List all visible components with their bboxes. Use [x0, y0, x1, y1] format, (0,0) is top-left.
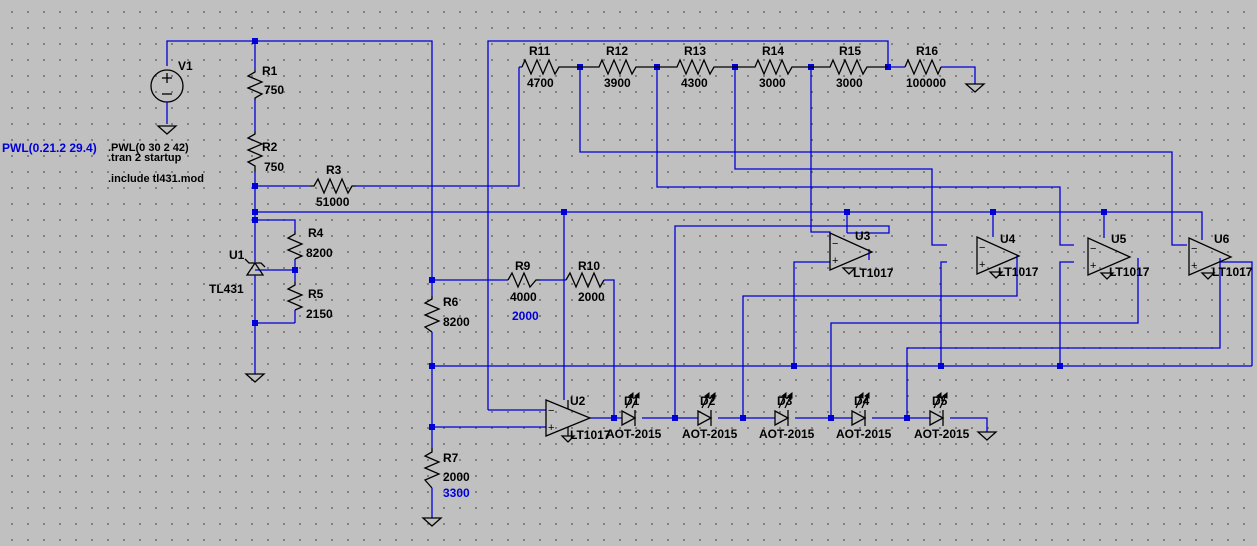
u1-part: TL431 — [209, 282, 244, 296]
led-ref: D3 — [777, 394, 793, 408]
led-part: AOT-2015 — [914, 427, 970, 441]
r5-ref: R5 — [308, 287, 324, 301]
svg-text:−: − — [832, 238, 838, 250]
ground-icon — [976, 431, 998, 441]
u5-part: LT1017 — [1109, 265, 1150, 279]
u4-ref: U4 — [1000, 232, 1016, 246]
r2-value: 750 — [264, 160, 284, 174]
led-ref: D2 — [700, 394, 716, 408]
voltage-source-v1[interactable]: V1 — [150, 59, 193, 124]
r1-ref: R1 — [262, 64, 278, 78]
r4-value: 8200 — [306, 246, 333, 260]
u3-ref: U3 — [855, 229, 871, 243]
r9-value: 4000 — [510, 290, 537, 304]
r12-value: 3900 — [604, 76, 631, 90]
labels: PWL(0.21.2 29.4) .PWL(0 30 2 42) .tran 2… — [2, 44, 1253, 500]
r7-alt-value: 3300 — [443, 486, 470, 500]
led-part: AOT-2015 — [836, 427, 892, 441]
u3-part: LT1017 — [853, 266, 894, 280]
u2-ref: U2 — [570, 394, 586, 408]
svg-text:+: + — [979, 259, 985, 271]
wires — [166, 40, 1253, 518]
r9-ref: R9 — [515, 259, 531, 273]
ground-symbols — [156, 83, 998, 527]
r6-value: 8200 — [443, 315, 470, 329]
r14-value: 3000 — [759, 76, 786, 90]
opamp-u3[interactable]: − + — [829, 231, 874, 275]
led-chain: D1AOT-2015D2AOT-2015D3AOT-2015D4AOT-2015… — [606, 392, 970, 441]
svg-text:−: − — [1090, 243, 1096, 255]
svg-text:−: − — [1191, 243, 1197, 255]
r16-ref: R16 — [916, 44, 938, 58]
opamp-u5[interactable]: − + — [1087, 236, 1132, 280]
svg-text:+: + — [832, 255, 838, 267]
ground-icon — [156, 125, 178, 135]
led-ref: D5 — [932, 394, 948, 408]
r10-value: 2000 — [578, 290, 605, 304]
r1-value: 750 — [264, 83, 284, 97]
svg-text:+: + — [1191, 260, 1197, 272]
r14-ref: R14 — [762, 44, 784, 58]
svg-text:+: + — [1090, 260, 1096, 272]
svg-text:+: + — [548, 422, 554, 434]
r7-ref: R7 — [443, 451, 459, 465]
ground-icon — [421, 517, 443, 527]
shunt-regulator-u1[interactable] — [244, 240, 266, 284]
r3-ref: R3 — [326, 163, 342, 177]
led-part: AOT-2015 — [606, 427, 662, 441]
r7-value: 2000 — [443, 470, 470, 484]
r6-ref: R6 — [443, 295, 459, 309]
ground-icon — [964, 83, 986, 93]
r2-ref: R2 — [262, 140, 278, 154]
r13-value: 4300 — [681, 76, 708, 90]
led-part: AOT-2015 — [682, 427, 738, 441]
pwl-label: PWL(0.21.2 29.4) — [2, 141, 97, 155]
r10-ref: R10 — [578, 259, 600, 273]
junctions — [252, 38, 1107, 430]
r15-value: 3000 — [836, 76, 863, 90]
ground-icon — [244, 373, 266, 383]
opamp-u2[interactable]: − + — [545, 399, 592, 443]
opamp-u6[interactable]: − + — [1188, 236, 1233, 280]
u4-part: LT1017 — [998, 265, 1039, 279]
r11-value: 4700 — [527, 76, 554, 90]
svg-text:−: − — [548, 405, 554, 417]
r4-ref: R4 — [308, 226, 324, 240]
r5-value: 2150 — [306, 307, 333, 321]
r16-value: 100000 — [906, 76, 946, 90]
resistor-bodies — [246, 58, 942, 489]
u5-ref: U5 — [1111, 232, 1127, 246]
u1-ref: U1 — [229, 248, 245, 262]
r11-ref: R11 — [529, 44, 551, 58]
led-ref: D1 — [624, 394, 640, 408]
v1-ref: V1 — [178, 59, 193, 73]
r10-alt-value: 2000 — [512, 309, 539, 323]
source-value: .PWL(0 30 2 42) — [108, 142, 189, 154]
r12-ref: R12 — [606, 44, 628, 58]
r13-ref: R13 — [684, 44, 706, 58]
svg-text:−: − — [979, 242, 985, 254]
r15-ref: R15 — [839, 44, 861, 58]
directive-include: .include tl431.mod — [108, 173, 204, 185]
u6-part: LT1017 — [1212, 265, 1253, 279]
r3-value: 51000 — [316, 195, 350, 209]
led-part: AOT-2015 — [759, 427, 815, 441]
u2-part: LT1017 — [570, 428, 611, 442]
directive-tran: .tran 2 startup — [108, 152, 182, 164]
led-ref: D4 — [854, 394, 870, 408]
u6-ref: U6 — [1214, 232, 1230, 246]
opamp-u4[interactable]: − + — [976, 235, 1021, 279]
